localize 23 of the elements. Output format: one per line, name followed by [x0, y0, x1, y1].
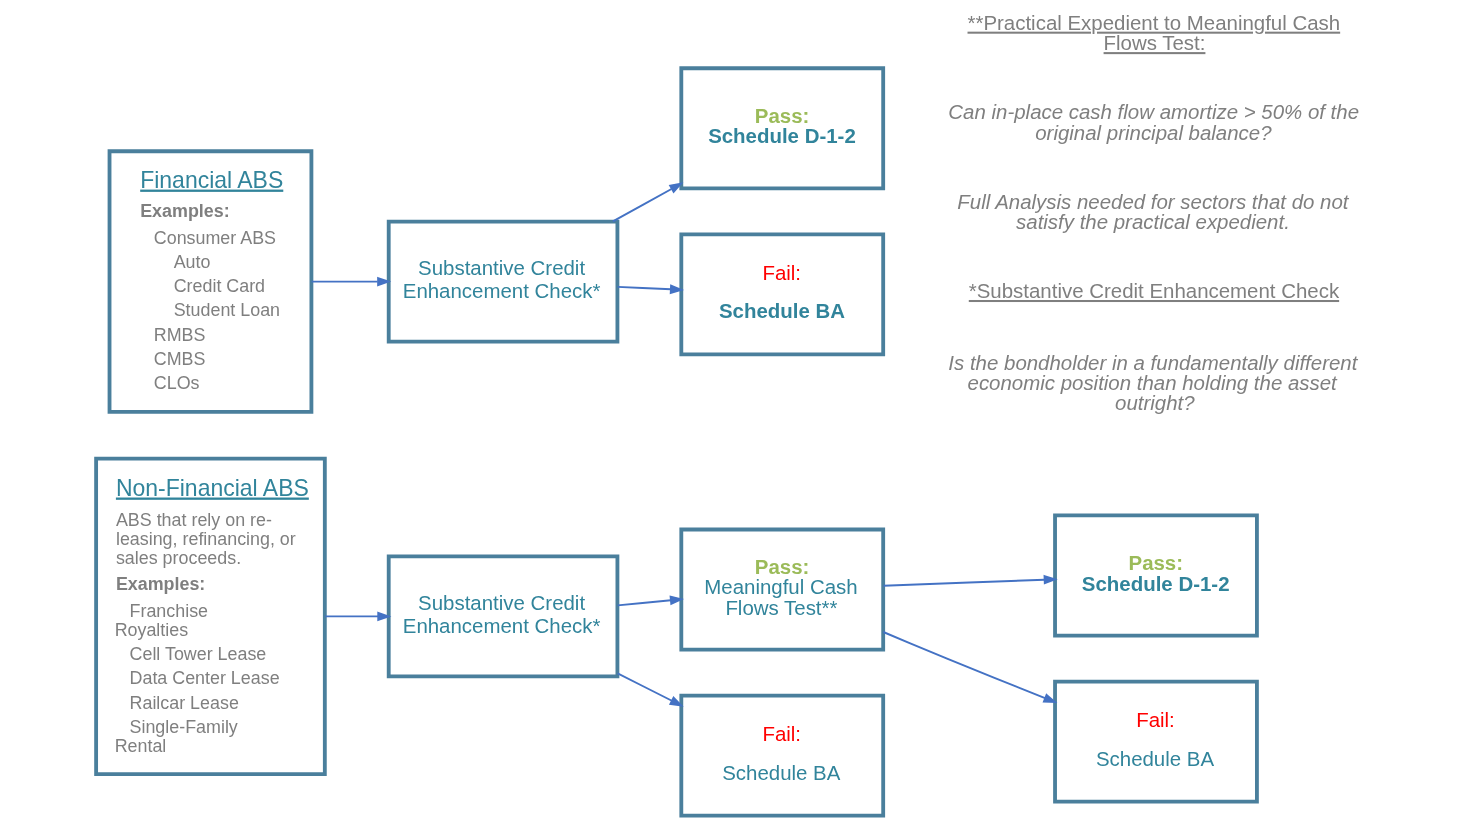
arrow: [881, 631, 1057, 704]
node-box: Financial ABS Examples: Consumer ABS Auto Credit Card Student Loan RMBS CMBS CLOs: [107, 149, 313, 414]
node-box: Fail: Schedule BA: [1052, 679, 1259, 804]
arrow: [616, 595, 684, 607]
label: Can in-place cash flow amortize > 50% of the original principal balance?: [947, 100, 1359, 144]
node-box: Pass: Meaningful Cash Flows Test**: [678, 527, 885, 652]
arrow: [323, 611, 391, 622]
node-box: Fail: Schedule BA: [678, 232, 885, 357]
arrow: [611, 182, 683, 223]
node-box: Pass: Schedule D-1-2: [1052, 513, 1259, 638]
node-box: Fail: Schedule BA: [678, 693, 885, 818]
node-box: Pass: Schedule D-1-2: [678, 66, 885, 191]
label: *Substantive Credit Enhancement Check: [968, 278, 1339, 302]
arrow: [616, 672, 684, 707]
node-box: Substantive Credit Enhancement Check*: [386, 554, 619, 679]
label: **Practical Expedient to Meaningful Cash Flows Test:: [967, 10, 1340, 55]
node-box: Substantive Credit Enhancement Check*: [386, 219, 619, 344]
label: Full Analysis needed for sectors that do not satisfy the practical expedient.: [956, 189, 1348, 233]
arrow: [616, 284, 684, 295]
arrow: [882, 574, 1058, 587]
label: Is the bondholder in a fundamentally different economic position than holding the asset outright?: [947, 350, 1357, 415]
arrow: [310, 276, 391, 287]
node-box: Non-Financial ABS ABS that rely on re-leasing, refinancing, or sales proceeds. Examples: Franchise Royalties Cell Tower Lease Data Center Lease Railcar Lease Single-Family Rental: [93, 456, 327, 777]
